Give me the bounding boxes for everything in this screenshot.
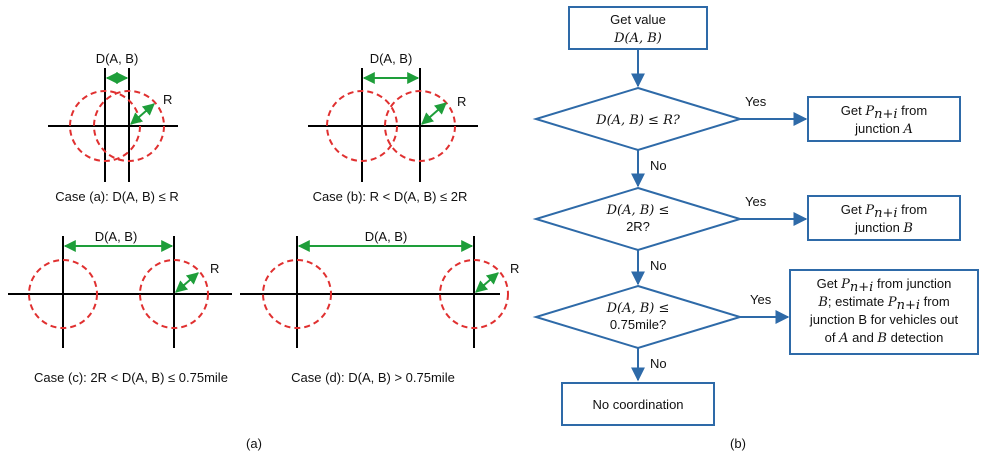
- radius-arrow: [130, 103, 155, 125]
- action-3-line1: Get Pn+i from junction: [817, 276, 952, 295]
- detection-circle-b: [139, 259, 209, 329]
- radius-label: R: [163, 92, 172, 107]
- no-label-3: No: [650, 356, 667, 371]
- action-3-line2: B; estimate Pn+i from: [817, 294, 949, 313]
- start-line2: D(A, B): [613, 31, 662, 46]
- start-box: [568, 6, 708, 50]
- end-text: No coordination: [592, 397, 683, 412]
- action-2-line1: Get Pn+i from: [841, 202, 927, 221]
- radius-label: R: [510, 261, 519, 276]
- no-label-2: No: [650, 258, 667, 273]
- detection-circle-a: [69, 90, 141, 162]
- case-d-caption: Case (d): D(A, B) > 0.75mile: [291, 370, 455, 385]
- yes-label-3: Yes: [750, 292, 772, 307]
- action-2-line2: junction B: [854, 220, 913, 236]
- action-1-line1: Get Pn+i from: [841, 103, 927, 122]
- decision-3-diamond: [532, 284, 744, 350]
- detection-circle-b: [439, 259, 509, 329]
- case-c-caption: Case (c): 2R < D(A, B) ≤ 0.75mile: [34, 370, 228, 385]
- decision-2-line2: 2R?: [626, 219, 650, 234]
- action-3-line4: of A and B detection: [825, 330, 944, 346]
- detection-circle-a: [262, 259, 332, 329]
- distance-label: D(A, B): [96, 51, 139, 66]
- case-b-caption: Case (b): R < D(A, B) ≤ 2R: [313, 189, 468, 204]
- case-a-caption: Case (a): D(A, B) ≤ R: [55, 189, 178, 204]
- distance-label: D(A, B): [95, 229, 138, 244]
- decision-2-diamond: [532, 186, 744, 252]
- decision-3-line2: 0.75mile?: [610, 317, 666, 332]
- yes-label-2: Yes: [745, 194, 767, 209]
- radius-label: R: [457, 94, 466, 109]
- start-line1: Get value: [610, 12, 666, 27]
- radius-arrow: [175, 272, 199, 293]
- end-box: [561, 382, 715, 426]
- decision-1-text: D(A, B) ≤ R?: [595, 113, 681, 128]
- no-label-1: No: [650, 158, 667, 173]
- case-b-diagram: D(A, B) R Case (b): R < D(A, B) ≤ 2R: [308, 51, 478, 204]
- action-1-box: [807, 96, 961, 142]
- action-3-line3: junction B for vehicles out: [809, 312, 959, 327]
- detection-circle-b: [384, 90, 456, 162]
- detection-circle-a: [28, 259, 98, 329]
- detection-circle-b: [93, 90, 165, 162]
- distance-label: D(A, B): [370, 51, 413, 66]
- radius-label: R: [210, 261, 219, 276]
- action-2-box: [807, 195, 961, 241]
- case-c-diagram: D(A, B) R Case (c): 2R < D(A, B) ≤ 0.75m…: [8, 229, 232, 385]
- radius-arrow: [421, 102, 447, 125]
- yes-label-1: Yes: [745, 94, 767, 109]
- detection-circle-a: [326, 90, 398, 162]
- decision-2-line1: D(A, B) ≤: [606, 203, 670, 218]
- action-3-box: [789, 269, 979, 355]
- case-a-diagram: D(A, B) R Case (a): D(A, B) ≤ R: [48, 51, 179, 204]
- panel-b-label: (b): [730, 436, 746, 451]
- distance-label: D(A, B): [365, 229, 408, 244]
- case-d-diagram: D(A, B) R Case (d): D(A, B) > 0.75mile: [240, 229, 519, 385]
- decision-3-line1: D(A, B) ≤: [606, 301, 670, 316]
- radius-arrow: [475, 272, 499, 293]
- panel-a-label: (a): [246, 436, 262, 451]
- decision-1-diamond: [532, 86, 744, 152]
- flowchart: Get value D(A, B) D(A, B) ≤ R? Yes No Ge…: [532, 6, 979, 426]
- action-1-line2: junction A: [854, 121, 913, 137]
